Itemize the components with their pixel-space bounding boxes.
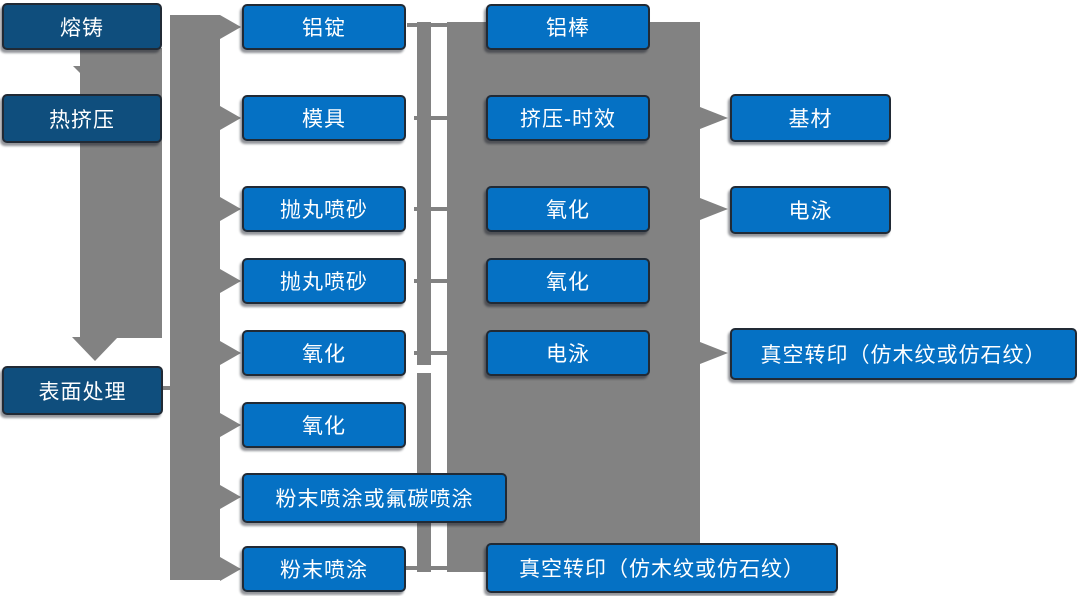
node-yanghua-1-label: 氧化 — [302, 343, 346, 366]
tick-fenmopentu-row — [406, 566, 453, 570]
node-zhenkongzhuanyin-2-label: 真空转印（仿木纹或仿石纹） — [760, 344, 1047, 367]
node-dianyong-1: 电泳 — [486, 330, 650, 376]
node-paowanpensha-1-label: 抛丸喷砂 — [280, 199, 368, 222]
arrow-to-fenmopentu — [220, 557, 241, 581]
node-yanghua-4: 氧化 — [486, 258, 650, 304]
node-rongzhu: 熔铸 — [2, 3, 162, 50]
node-biaomianchuli: 表面处理 — [2, 366, 163, 415]
node-rongzhu-label: 熔铸 — [60, 16, 104, 40]
node-jiya-shixiao: 挤压-时效 — [486, 95, 650, 141]
arrow-to-muju — [220, 106, 241, 130]
arrow-to-paowanpensha-2 — [220, 269, 241, 293]
node-yanghua-4-label: 氧化 — [546, 271, 590, 294]
line-biaomianchuli-trunk — [162, 386, 180, 390]
tick-yanghua4-row — [414, 279, 447, 283]
tick-lvding-row — [407, 23, 447, 27]
arrow-to-yanghua-1 — [220, 341, 241, 365]
node-muju: 模具 — [242, 95, 406, 141]
arrow-to-dianyong-2 — [700, 198, 728, 220]
node-yanghua-3: 氧化 — [486, 186, 650, 232]
node-muju-label: 模具 — [302, 108, 346, 131]
node-dianyong-2: 电泳 — [730, 186, 891, 234]
node-biaomianchuli-label: 表面处理 — [38, 380, 127, 404]
arrow-to-jicai — [700, 107, 728, 129]
node-fenmopentu-label: 粉末喷涂 — [280, 559, 368, 582]
arrow-to-paowanpensha-1 — [220, 197, 241, 221]
node-lvding-label: 铝锭 — [302, 17, 346, 40]
node-rejiya-label: 热挤压 — [49, 108, 115, 132]
arrow-to-lvding — [220, 15, 241, 39]
arrow-to-yanghua-2 — [220, 413, 241, 437]
node-lvbang-label: 铝棒 — [546, 17, 590, 40]
tick-yanghua3-row — [414, 207, 447, 211]
tick-muju-row — [414, 116, 447, 120]
node-jicai-label: 基材 — [788, 108, 833, 131]
arrow-to-biaomianchuli — [72, 337, 118, 361]
node-zhenkongzhuanyin-1: 真空转印（仿木纹或仿石纹） — [486, 543, 838, 593]
arrow-rongzhu-to-rejiya — [73, 66, 117, 88]
node-rejiya: 热挤压 — [2, 94, 162, 143]
tick-dianyong-row — [414, 351, 447, 355]
node-dianyong-1-label: 电泳 — [546, 343, 590, 366]
node-lvbang: 铝棒 — [486, 4, 650, 50]
node-zhenkongzhuanyin-1-label: 真空转印（仿木纹或仿石纹） — [519, 558, 805, 581]
node-yanghua-1: 氧化 — [242, 330, 406, 376]
node-paowanpensha-2-label: 抛丸喷砂 — [280, 271, 368, 294]
node-jiya-shixiao-label: 挤压-时效 — [520, 108, 616, 131]
flow-band-left — [80, 48, 162, 338]
node-fenmo-or-futan-label: 粉末喷涂或氟碳喷涂 — [275, 488, 474, 511]
node-zhenkongzhuanyin-2: 真空转印（仿木纹或仿石纹） — [730, 328, 1077, 380]
node-fenmopentu: 粉末喷涂 — [242, 546, 406, 592]
arrow-to-zhenkongzhuanyin-2 — [700, 342, 728, 364]
mid-bar-upper — [417, 22, 431, 365]
arrow-to-fenmo-or-futan — [220, 485, 241, 509]
node-jicai: 基材 — [730, 94, 891, 142]
node-paowanpensha-1: 抛丸喷砂 — [242, 186, 406, 232]
node-paowanpensha-2: 抛丸喷砂 — [242, 258, 406, 304]
node-fenmo-or-futan: 粉末喷涂或氟碳喷涂 — [242, 473, 507, 523]
node-yanghua-2-label: 氧化 — [302, 415, 346, 438]
node-yanghua-2: 氧化 — [242, 402, 406, 448]
node-lvding: 铝锭 — [242, 4, 406, 50]
flow-trunk-band — [170, 15, 220, 580]
node-yanghua-3-label: 氧化 — [546, 199, 590, 222]
node-dianyong-2-label: 电泳 — [788, 200, 833, 223]
